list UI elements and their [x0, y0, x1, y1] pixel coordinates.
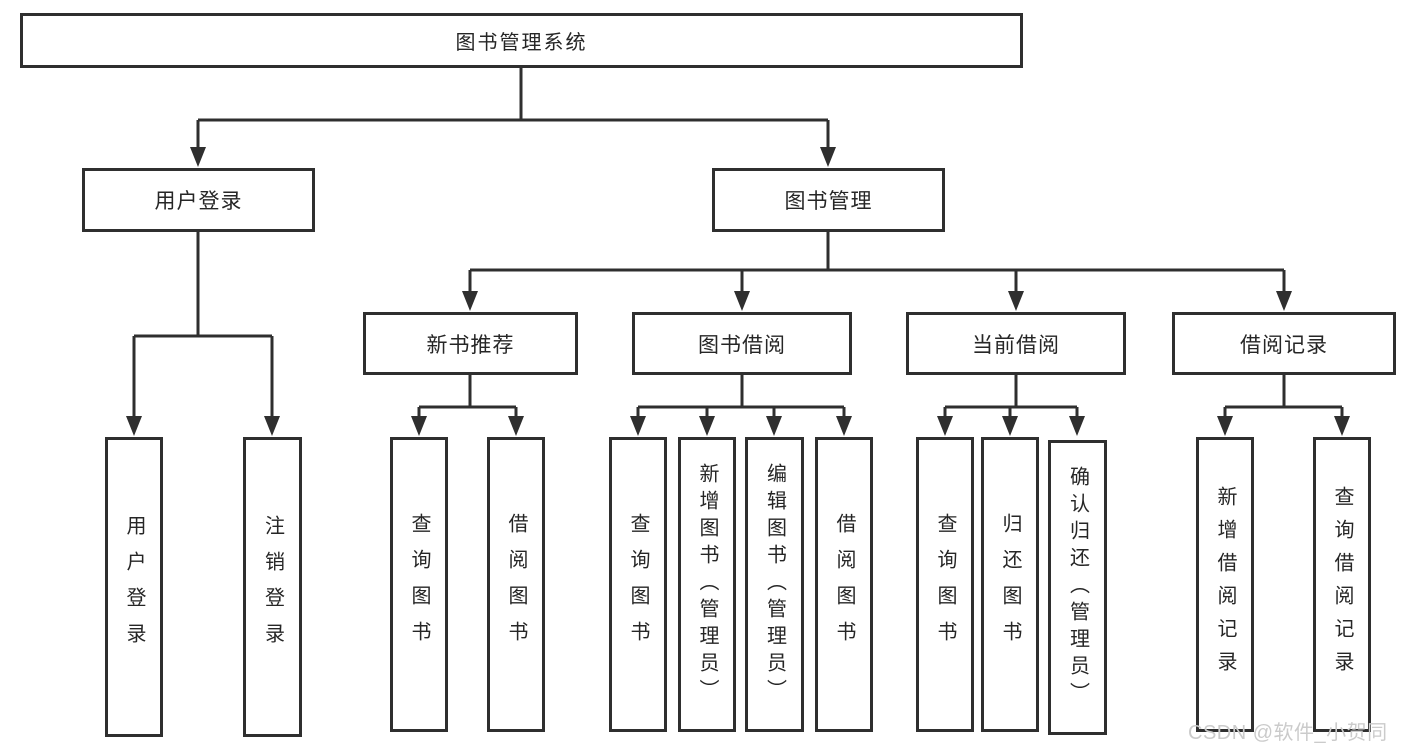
- node-borrow-records-label: 借阅记录: [1240, 333, 1328, 357]
- node-new-book-recommend-label: 新书推荐: [426, 333, 515, 357]
- leaf-query-borrow-record: 查询借阅记录: [1313, 437, 1371, 732]
- leaf-add-book-admin: 新增图书（管理员）: [678, 437, 736, 732]
- leaf-add-borrow-record-label: 新增借阅记录: [1214, 485, 1236, 684]
- node-user-login: 用户登录: [82, 168, 315, 232]
- node-new-book-recommend: 新书推荐: [363, 312, 578, 375]
- node-borrow-records: 借阅记录: [1172, 312, 1396, 375]
- node-library-system: 图书管理系统: [20, 13, 1023, 68]
- leaf-recommend-borrow-books-label: 借阅图书: [505, 512, 527, 657]
- leaf-borrow-borrow-books: 借阅图书: [815, 437, 873, 732]
- leaf-logout-label: 注销登录: [261, 515, 284, 659]
- leaf-confirm-return-admin-label: 确认归还（管理员）: [1066, 466, 1089, 709]
- node-book-borrow-label: 图书借阅: [698, 333, 786, 357]
- node-library-system-label: 图书管理系统: [455, 32, 588, 54]
- leaf-return-books: 归还图书: [981, 437, 1039, 732]
- leaf-current-query-books: 查询图书: [916, 437, 974, 732]
- leaf-recommend-borrow-books: 借阅图书: [487, 437, 545, 732]
- leaf-current-query-books-label: 查询图书: [934, 512, 956, 657]
- leaf-recommend-query-books-label: 查询图书: [408, 512, 430, 657]
- leaf-user-login: 用户登录: [105, 437, 163, 737]
- leaf-edit-book-admin: 编辑图书（管理员）: [745, 437, 804, 732]
- leaf-borrow-query-books-label: 查询图书: [627, 512, 649, 657]
- leaf-logout: 注销登录: [243, 437, 302, 737]
- node-current-borrow-label: 当前借阅: [972, 333, 1060, 357]
- leaf-add-borrow-record: 新增借阅记录: [1196, 437, 1254, 732]
- csdn-watermark: CSDN @软件_小贺同学: [1188, 722, 1388, 744]
- leaf-borrow-query-books: 查询图书: [609, 437, 667, 732]
- node-book-management-label: 图书管理: [784, 190, 873, 213]
- leaf-borrow-borrow-books-label: 借阅图书: [833, 512, 855, 657]
- leaf-return-books-label: 归还图书: [999, 512, 1021, 657]
- leaf-recommend-query-books: 查询图书: [390, 437, 448, 732]
- leaf-confirm-return-admin: 确认归还（管理员）: [1048, 440, 1107, 735]
- node-book-borrow: 图书借阅: [632, 312, 852, 375]
- leaf-add-book-admin-label: 新增图书（管理员）: [696, 463, 718, 706]
- node-user-login-label: 用户登录: [154, 190, 243, 213]
- node-current-borrow: 当前借阅: [906, 312, 1126, 375]
- leaf-edit-book-admin-label: 编辑图书（管理员）: [763, 463, 786, 706]
- leaf-query-borrow-record-label: 查询借阅记录: [1331, 485, 1353, 684]
- node-book-management: 图书管理: [712, 168, 945, 232]
- leaf-user-login-label: 用户登录: [123, 515, 145, 659]
